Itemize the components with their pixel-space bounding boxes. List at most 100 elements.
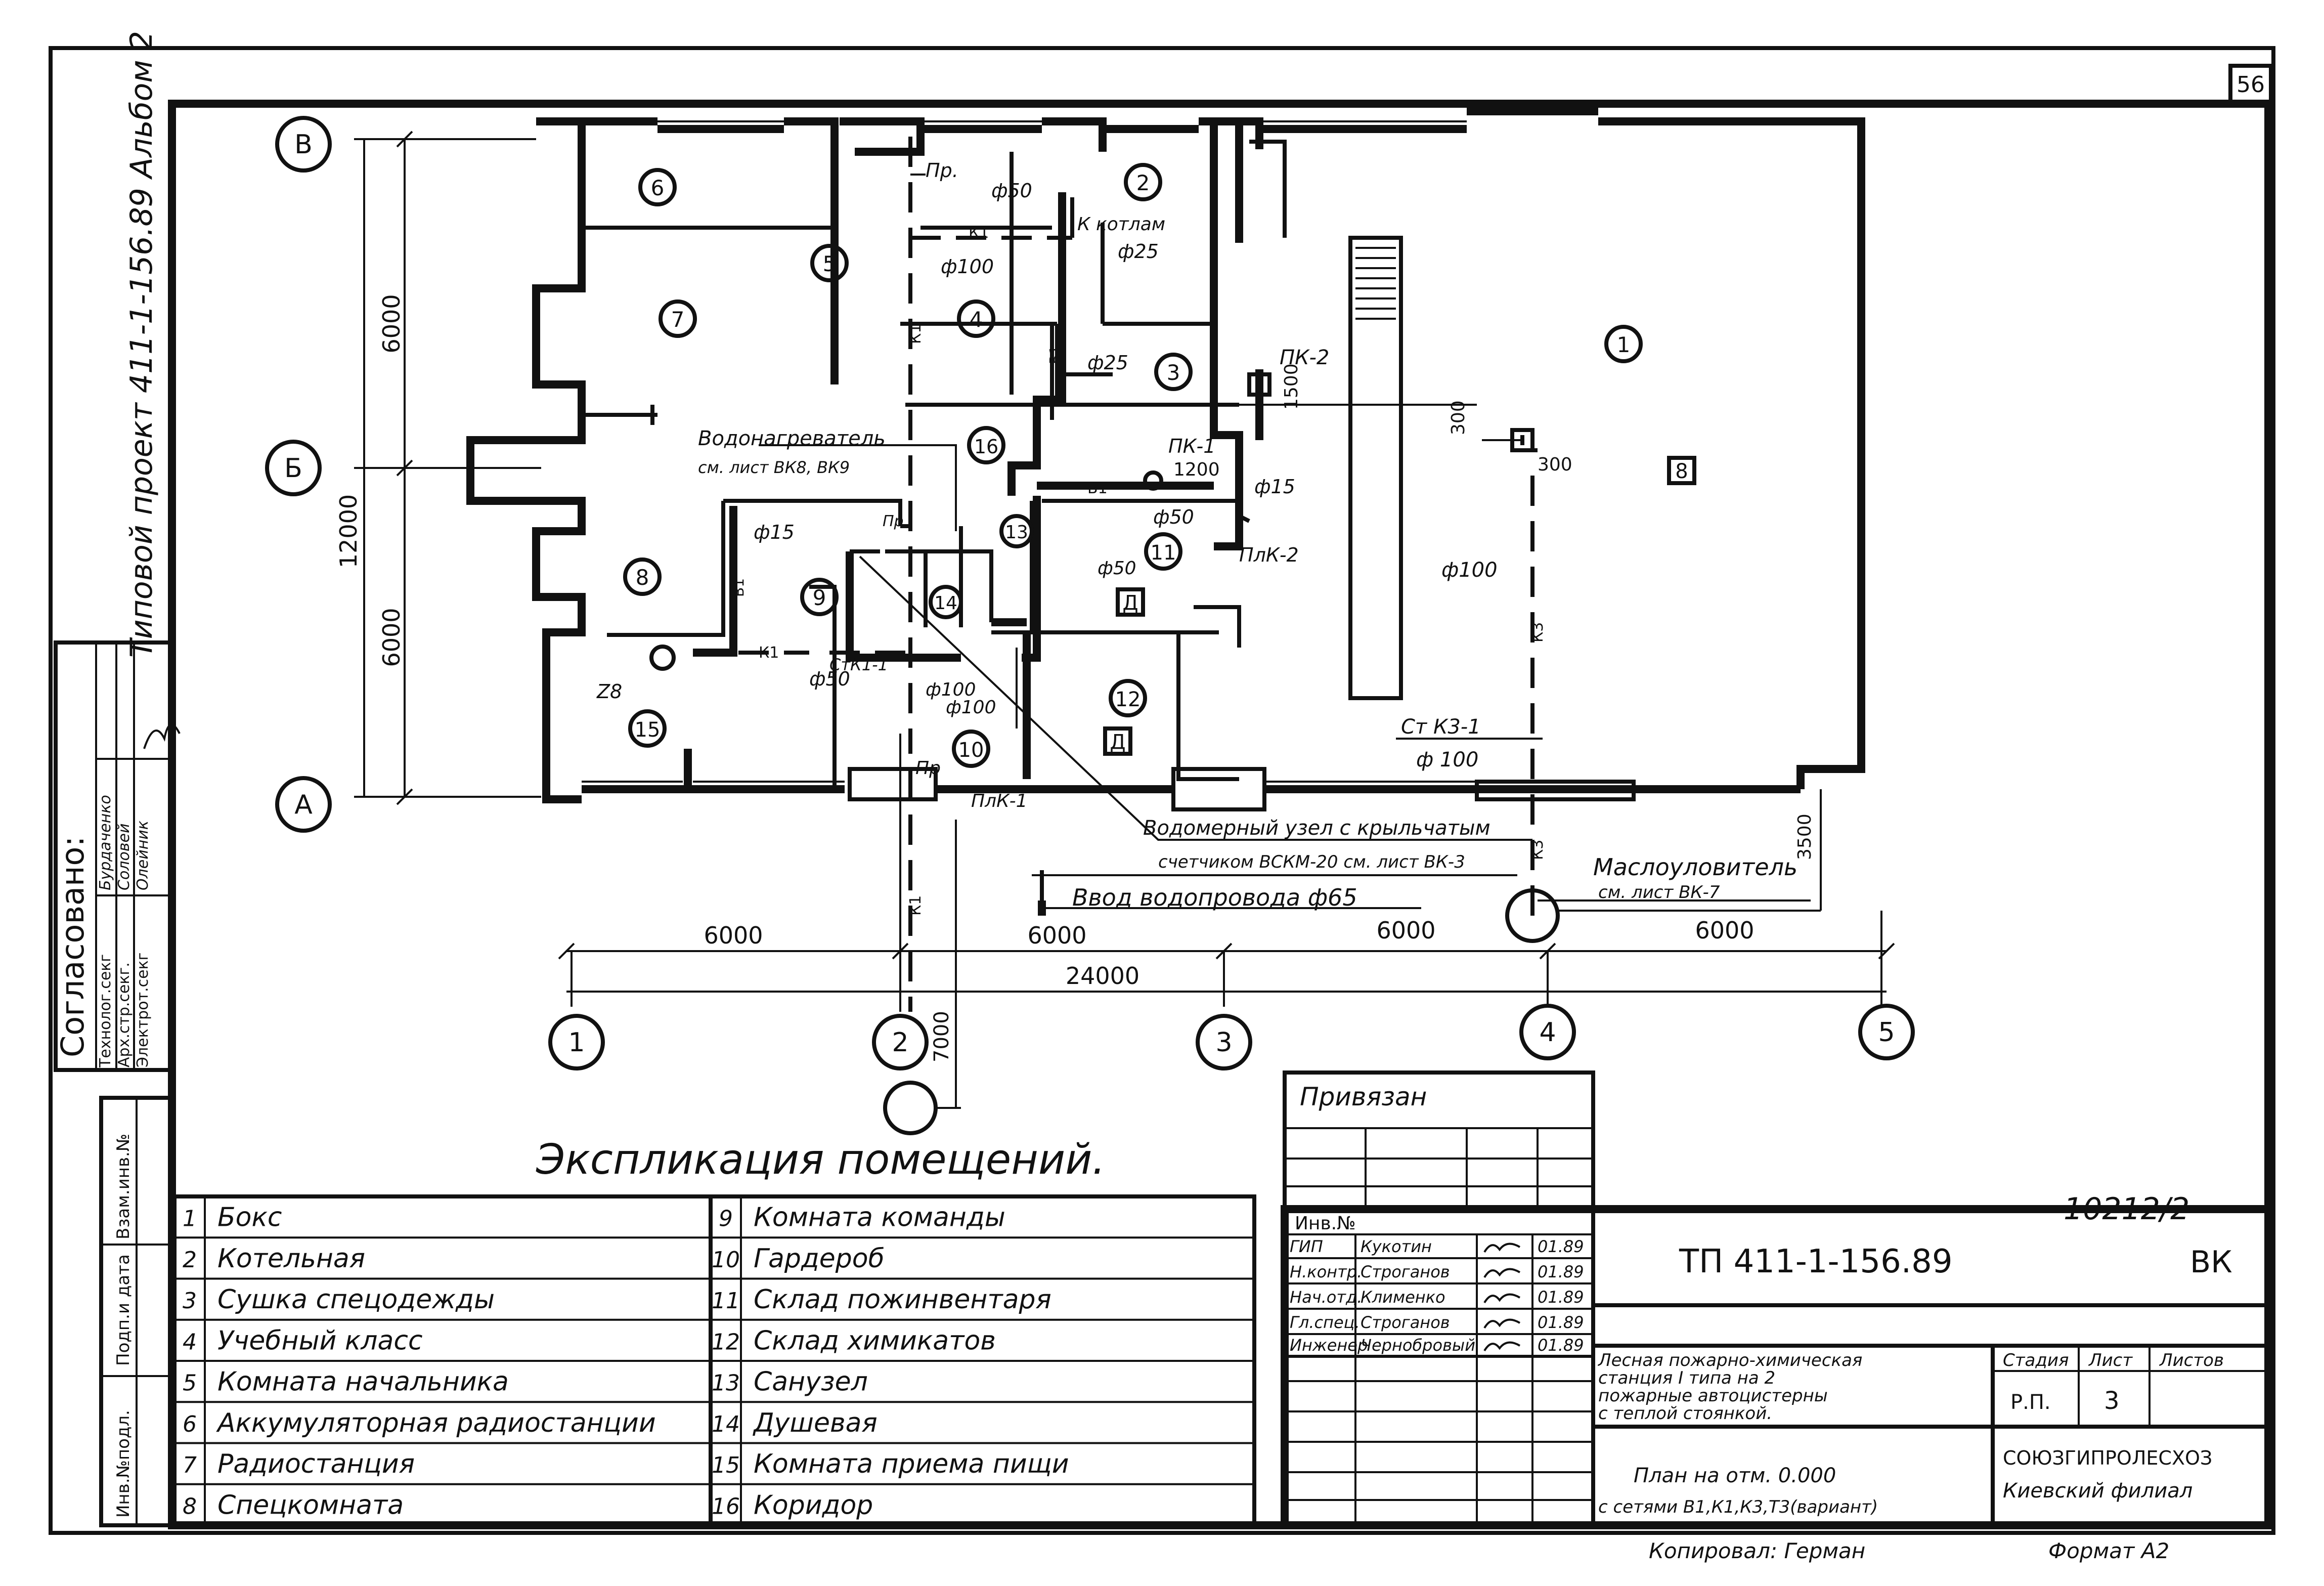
explication-right-number: 15 (712, 1452, 740, 1478)
label-stk3-1: Ст К3-1 (1401, 715, 1481, 739)
label-meter: Водомерный узел с крыльчатым (1143, 817, 1490, 840)
approval-name-1: Бурдаченко (97, 795, 114, 890)
explication-right-number: 11 (712, 1288, 740, 1314)
label-pr-3: Пр (915, 758, 941, 779)
wall-right (1796, 117, 1865, 789)
label-pr-2: Пр (883, 512, 904, 530)
approval-name-3: Олейник (134, 821, 152, 890)
side-title: Типовой проект 411-1-156.89 Альбом 2 (124, 31, 159, 658)
tag-box-8: 8 (1675, 460, 1688, 483)
label-d15-b: ф15 (754, 521, 795, 543)
axis-bubble-1 (548, 1014, 605, 1070)
signer-name: Строганов (1361, 1262, 1450, 1281)
dim-3500: 3500 (1794, 813, 1815, 860)
doc-code: ТП 411-1-156.89 (1679, 1243, 1953, 1280)
room-markers: 6 2 5 7 4 3 1 16 8 9 13 14 11 12 15 10 (623, 163, 1643, 768)
approval-name-2: Соловей (115, 824, 133, 890)
pipe-label-k1-a: К1 (969, 224, 989, 242)
wall-left (466, 117, 586, 803)
approval-role-1: Технолог.секг (97, 954, 114, 1068)
explication-left-number: 5 (183, 1370, 197, 1396)
label-meter-2: счетчиком ВСКМ-20 см. лист ВК-3 (1158, 852, 1465, 872)
signer-role: ГИП (1290, 1237, 1323, 1256)
label-plk1: ПлК-1 (971, 791, 1028, 811)
axis-label-2: 2 (892, 1027, 908, 1058)
explication-left-number: 6 (183, 1411, 197, 1437)
label-k-kotlam: К котлам (1077, 214, 1165, 235)
signer-date: 01.89 (1538, 1288, 1584, 1307)
dim-12000: 12000 (335, 494, 362, 568)
signer-date: 01.89 (1538, 1336, 1584, 1355)
explication-left-room-name: Учебный класс (217, 1325, 423, 1356)
explication-right-room-name: Комната приема пищи (754, 1449, 1069, 1479)
label-d50-c: ф50 (1098, 558, 1136, 579)
axis-bubble-v (275, 116, 332, 173)
label-pk1: ПК-1 (1168, 435, 1215, 457)
signature (1483, 1268, 1521, 1278)
axis-label-3: 3 (1215, 1027, 1232, 1058)
object-title-2: станция I типа на 2 (1598, 1368, 1775, 1388)
axis-bubble-a (275, 776, 332, 833)
explication-right-room-name: Санузел (754, 1367, 868, 1397)
label-inlet: Ввод водопровода ф65 (1072, 884, 1357, 911)
dim-24000: 24000 (1066, 962, 1139, 990)
stamp-label-sign-date: Подп.и дата (113, 1254, 134, 1366)
explication-right-number: 14 (712, 1411, 740, 1437)
axis-label-4: 4 (1539, 1017, 1556, 1048)
sheet-number-box (2228, 64, 2273, 106)
stage-header: Стадия (2003, 1350, 2069, 1370)
signer-role: Н.контр. (1290, 1262, 1362, 1281)
room-3-label: 3 (1167, 360, 1180, 385)
signer-name: Строганов (1361, 1313, 1450, 1332)
org-name: СОЮЗГИПРОЛЕСХОЗ (2003, 1447, 2212, 1469)
archive-number: 10212/2 (2064, 1191, 2189, 1227)
axis-label-5: 5 (1878, 1017, 1895, 1048)
label-d15-a: ф15 (1254, 476, 1295, 498)
room-5-label: 5 (823, 251, 837, 276)
explication-right-room-name: Душевая (753, 1408, 878, 1438)
dim-6000-d: 6000 (1695, 917, 1754, 944)
label-z8: Z8 (596, 680, 622, 703)
room-1-label: 1 (1617, 332, 1631, 357)
oil-separator (1505, 888, 1560, 943)
signature (1483, 1293, 1521, 1304)
signature (1483, 1318, 1521, 1329)
explication-title: Экспликация помещений. (536, 1136, 1106, 1184)
pipe-label-b1-b: В1 (1087, 480, 1108, 497)
explication-left-room-name: Сушка спецодежды (217, 1284, 495, 1315)
explication-left-number: 4 (183, 1329, 197, 1355)
approval-role-3: Электрот.секг (134, 953, 152, 1067)
room-7-label: 7 (671, 307, 685, 332)
pipe-label-k3-b: К3 (1529, 840, 1547, 860)
label-pr-1: Пр. (926, 159, 958, 182)
axis-bubble-3 (1196, 1014, 1252, 1070)
label-d25-b: ф25 (1087, 352, 1128, 374)
stamp-label-replace: Взам.инв.№ (113, 1134, 134, 1239)
stair (1348, 236, 1403, 700)
pipe-b1-boiler (1007, 192, 1066, 496)
tag-box-d1: Д (1122, 591, 1138, 615)
room-10-label: 10 (958, 739, 984, 762)
dim-6000-upper: 6000 (378, 294, 405, 353)
pipe-label-k1-c: К1 (759, 644, 779, 662)
plan: В Б А 1 2 3 4 5 6000 6000 12000 6000 600… (265, 107, 1915, 1135)
label-d50-b: ф50 (1153, 506, 1194, 528)
explication-right-room-name: Склад химикатов (754, 1325, 996, 1356)
sheet-value: 3 (2104, 1387, 2120, 1415)
signer-name: Чернобровый (1361, 1336, 1475, 1355)
room-4-label: 4 (970, 307, 983, 332)
room-13-label: 13 (1005, 522, 1028, 543)
axis-label-a: А (294, 790, 313, 820)
explication-left-room-name: Спецкомната (217, 1490, 404, 1520)
sheets-header: Листов (2159, 1350, 2224, 1370)
label-heater: Водонагреватель (698, 427, 886, 450)
approval-signature (143, 723, 181, 749)
axis-bubble-2 (872, 1014, 929, 1070)
explication-right-number: 10 (712, 1247, 740, 1273)
explication-right-room-name: Коридор (754, 1490, 873, 1520)
signer-date: 01.89 (1538, 1262, 1584, 1281)
explication-right-room-name: Комната команды (754, 1203, 1005, 1233)
pipe-label-b1-a: В1 (1046, 346, 1063, 364)
dim-6000-a: 6000 (704, 922, 763, 949)
gully-z8 (649, 645, 676, 671)
